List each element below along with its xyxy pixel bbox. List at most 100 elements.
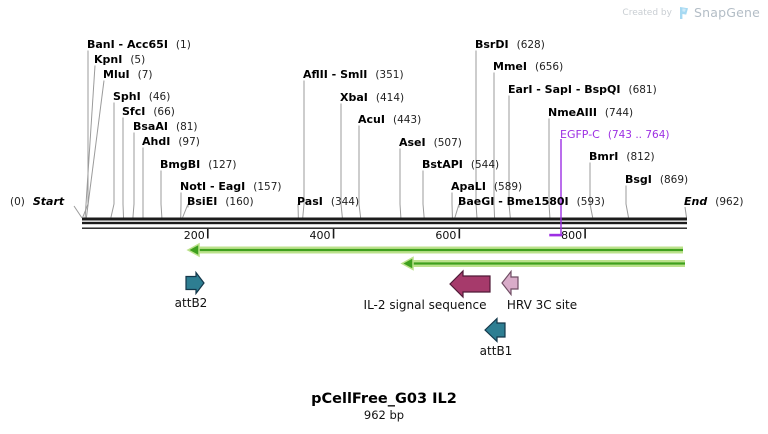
enzyme-position: (544) bbox=[470, 159, 500, 171]
enzyme-position: (127) bbox=[208, 159, 237, 171]
enzyme-site-label[interactable]: BsrDI (628) bbox=[475, 36, 545, 52]
ruler-tick-label: 200 bbox=[183, 229, 205, 242]
enzyme-position: (628) bbox=[516, 39, 545, 51]
map-start-label[interactable]: (0)Start bbox=[10, 193, 64, 209]
enzyme-site-label[interactable]: AflII - SmlI(351) bbox=[303, 66, 404, 82]
enzyme-site-label[interactable]: BsaAI(81) bbox=[133, 118, 198, 134]
ruler-tick bbox=[584, 229, 586, 239]
enzyme-name: BaeGI - Bme1580I bbox=[458, 195, 569, 208]
feature-arrow-attb2[interactable] bbox=[185, 270, 205, 296]
start-position: (0) bbox=[10, 196, 25, 208]
leader-line bbox=[399, 148, 402, 218]
orf-arrow-body bbox=[412, 262, 685, 265]
enzyme-position: (1) bbox=[175, 39, 191, 51]
enzyme-name: AhdI bbox=[142, 135, 171, 148]
ruler-tick-label: 600 bbox=[435, 229, 457, 242]
enzyme-position: (589) bbox=[493, 181, 523, 193]
leader-line bbox=[475, 50, 478, 218]
feature-arrow-il-2-signal-sequence[interactable] bbox=[449, 269, 491, 299]
snapgene-logo-icon bbox=[679, 6, 688, 19]
enzyme-site-label[interactable]: BanI - Acc65I (1) bbox=[87, 36, 191, 52]
enzyme-site-label[interactable]: BmrI (812) bbox=[589, 148, 655, 164]
enzyme-site-label[interactable]: EarI - SapI - BspQI(681) bbox=[508, 81, 657, 97]
feature-label[interactable]: IL-2 signal sequence bbox=[363, 298, 487, 312]
enzyme-site-label[interactable]: AcuI(443) bbox=[358, 111, 421, 127]
orf-arrow-body bbox=[198, 248, 683, 252]
egfp-range-segment bbox=[549, 233, 563, 237]
feature-label[interactable]: HRV 3C site bbox=[506, 298, 578, 312]
egfp-name: EGFP-C bbox=[560, 128, 600, 141]
enzyme-position: (812) bbox=[626, 151, 655, 163]
feature-arrow-hrv-3c-site[interactable] bbox=[501, 269, 519, 297]
enzyme-site-label[interactable]: AseI(507) bbox=[399, 134, 462, 150]
plasmid-title: pCellFree_G03 IL2 bbox=[311, 391, 457, 407]
enzyme-name: MmeI bbox=[493, 60, 527, 73]
enzyme-position: (344) bbox=[330, 196, 360, 208]
enzyme-site-label[interactable]: MmeI (656) bbox=[493, 58, 563, 74]
feature-label[interactable]: attB2 bbox=[174, 296, 208, 310]
enzyme-site-label[interactable]: BsgI(869) bbox=[625, 171, 688, 187]
leader-line bbox=[132, 132, 135, 218]
leader-line bbox=[508, 95, 511, 218]
enzyme-name: KpnI bbox=[94, 53, 123, 66]
ruler-tick bbox=[332, 229, 335, 239]
leader-line-end bbox=[684, 206, 687, 218]
leader-line bbox=[340, 103, 343, 218]
enzyme-site-label[interactable]: BmgBI(127) bbox=[160, 156, 236, 172]
enzyme-site-label[interactable]: PasI(344) bbox=[297, 193, 359, 209]
enzyme-site-label[interactable]: KpnI (5) bbox=[94, 51, 145, 67]
leader-line bbox=[302, 80, 305, 218]
ruler-tick bbox=[458, 229, 461, 239]
map-end-label[interactable]: End (962) bbox=[684, 193, 743, 209]
feature-label-egfp-c[interactable]: EGFP-C (743 .. 764) bbox=[560, 126, 669, 142]
enzyme-site-label[interactable]: ApaLI(589) bbox=[451, 178, 522, 194]
enzyme-site-label[interactable]: BsiEI (160) bbox=[187, 193, 254, 209]
ruler-tick bbox=[206, 229, 209, 239]
enzyme-name: SphI bbox=[113, 90, 141, 103]
enzyme-position: (97) bbox=[178, 136, 200, 148]
feature-arrow-attb1[interactable] bbox=[484, 317, 506, 343]
sequence-bar-top bbox=[82, 217, 687, 221]
leader-line-start bbox=[73, 205, 83, 219]
enzyme-position: (656) bbox=[534, 61, 564, 73]
enzyme-site-label[interactable]: SfcI (66) bbox=[122, 103, 175, 119]
leader-line bbox=[422, 170, 425, 218]
enzyme-position: (414) bbox=[375, 92, 405, 104]
enzyme-site-label[interactable]: BaeGI - Bme1580I(593) bbox=[458, 193, 605, 209]
enzyme-site-label[interactable]: MluI (7) bbox=[103, 66, 153, 82]
enzyme-name: BsrDI bbox=[475, 38, 509, 51]
enzyme-site-label[interactable]: SphI (46) bbox=[113, 88, 170, 104]
watermark-brand: SnapGene bbox=[693, 5, 760, 20]
enzyme-site-label[interactable]: AhdI (97) bbox=[142, 133, 200, 149]
feature-label[interactable]: attB1 bbox=[479, 344, 513, 358]
enzyme-name: SfcI bbox=[122, 105, 146, 118]
plasmid-length: 962 bp bbox=[363, 408, 405, 422]
leader-line bbox=[493, 72, 496, 218]
leader-line bbox=[454, 203, 460, 218]
enzyme-name: XbaI bbox=[340, 91, 368, 104]
end-text: End bbox=[684, 195, 708, 208]
enzyme-name: AcuI bbox=[358, 113, 385, 126]
enzyme-site-label[interactable]: BstAPI(544) bbox=[422, 156, 499, 172]
enzyme-position: (160) bbox=[225, 196, 254, 208]
enzyme-name: MluI bbox=[103, 68, 130, 81]
enzyme-position: (351) bbox=[375, 69, 404, 81]
sequence-bar-bottom bbox=[82, 221, 687, 225]
enzyme-position: (46) bbox=[148, 91, 171, 103]
ruler-tick-label: 400 bbox=[309, 229, 331, 242]
enzyme-position: (66) bbox=[153, 106, 175, 118]
enzyme-name: BanI - Acc65I bbox=[87, 38, 168, 51]
enzyme-name: BsiEI bbox=[187, 195, 218, 208]
enzyme-site-label[interactable]: NotI - EagI(157) bbox=[180, 178, 281, 194]
enzyme-name: BsaAI bbox=[133, 120, 168, 133]
enzyme-site-label[interactable]: NmeAIII(744) bbox=[548, 104, 633, 120]
enzyme-position: (157) bbox=[253, 181, 282, 193]
end-position: (962) bbox=[715, 196, 744, 208]
enzyme-position: (5) bbox=[130, 54, 146, 66]
enzyme-position: (7) bbox=[137, 69, 153, 81]
enzyme-name: BmrI bbox=[589, 150, 619, 163]
leader-line bbox=[122, 117, 125, 218]
egfp-range: (743 .. 764) bbox=[607, 129, 670, 141]
enzyme-site-label[interactable]: XbaI (414) bbox=[340, 89, 404, 105]
